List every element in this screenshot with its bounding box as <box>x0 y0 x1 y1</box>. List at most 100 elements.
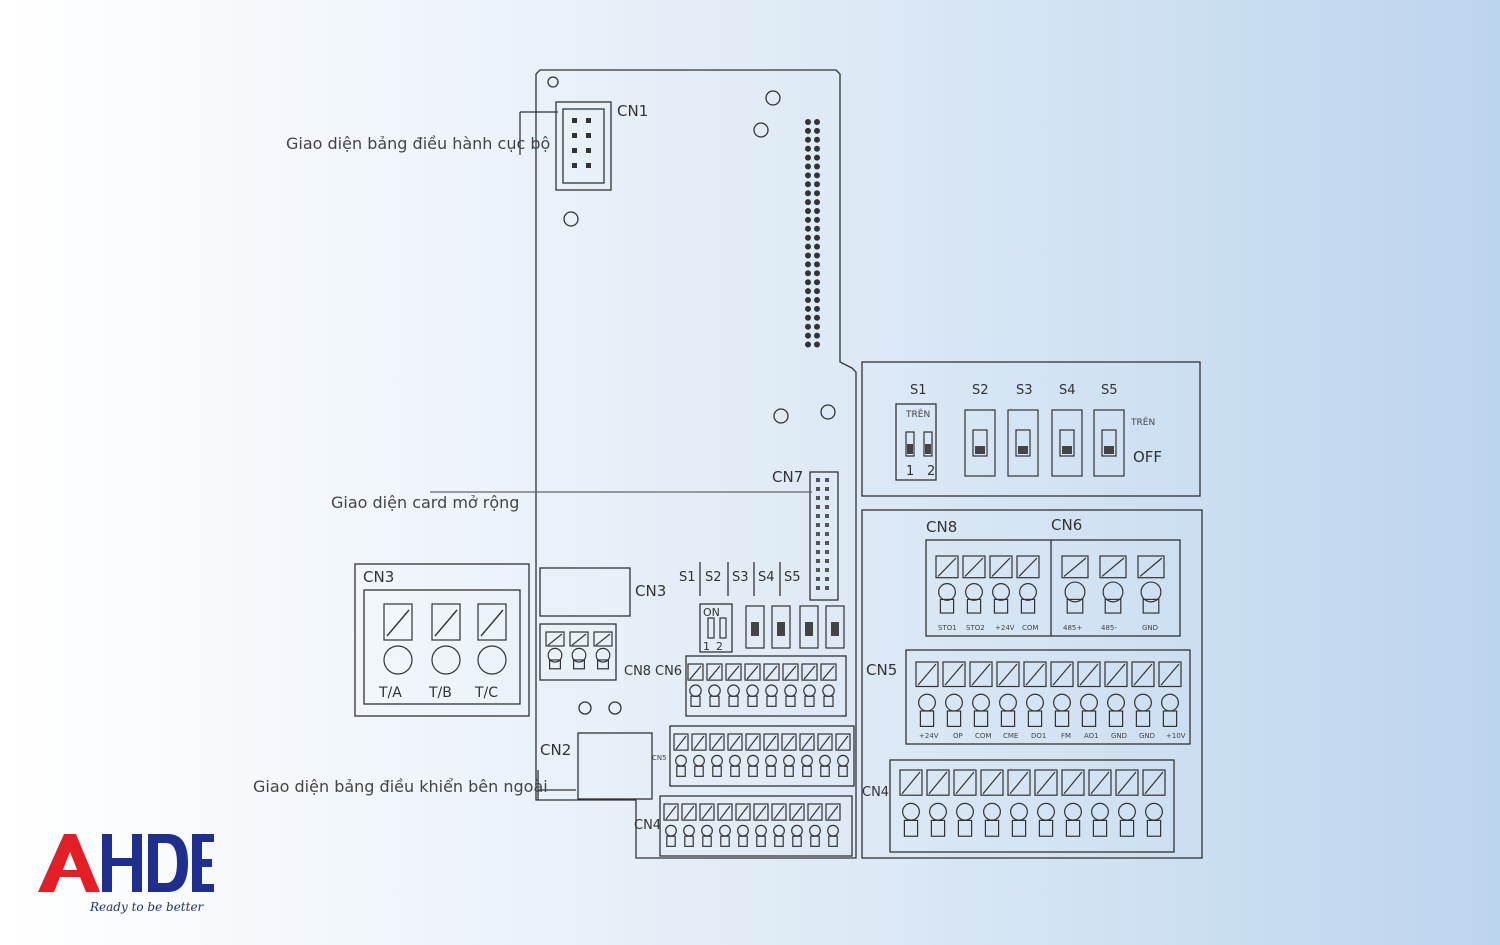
cn2-connector <box>577 732 653 800</box>
cn5-terminal-24v: +24V <box>919 732 939 740</box>
cn4-terminal-clamp-base <box>1119 819 1135 837</box>
header-pin <box>805 279 811 286</box>
header-pin <box>814 314 820 321</box>
mount-hole <box>563 211 579 227</box>
cn1-pin <box>586 133 591 138</box>
cn6-terminal-screw-slot <box>1063 557 1087 577</box>
board-cn8-terminal-screw-slot <box>784 665 797 680</box>
switch-detail-panel <box>861 361 1201 497</box>
cn7-pin <box>816 586 820 590</box>
header-pin <box>805 199 811 206</box>
cn2-label: CN2 <box>540 741 572 759</box>
cn8-terminal-screw-box <box>962 555 986 579</box>
dip-switch-slot <box>972 429 988 457</box>
board-dip-switch <box>699 603 733 653</box>
cn8-terminal-24v: +24V <box>995 624 1015 632</box>
mount-hole <box>578 701 592 715</box>
cn5-detail-label: CN5 <box>866 661 898 679</box>
cn5-terminal-clamp-base <box>1135 710 1151 727</box>
board-switch <box>799 605 819 649</box>
cn4-terminal-clamp <box>1145 802 1163 821</box>
cn1-pin <box>572 118 577 123</box>
board-cn8-terminal-screw-slot <box>746 665 759 680</box>
s1-lever <box>923 431 933 457</box>
cn8-terminal-screw-slot <box>991 557 1011 577</box>
board-cn5-terminal-clamp <box>837 754 849 767</box>
cn4-terminal-clamp-base <box>1038 819 1054 837</box>
cn5-terminal-ao1: AO1 <box>1084 732 1099 740</box>
cn6-detail-label: CN6 <box>1051 516 1083 534</box>
board-cn5-terminal-screw-slot <box>783 735 795 750</box>
board-cn4-terminal-clamp <box>773 824 785 837</box>
board-cn3-terminal-screw-box <box>593 631 613 647</box>
cn5-terminal-fm: FM <box>1061 732 1072 740</box>
cn5-terminal-clamp-base <box>919 710 935 727</box>
header-pin <box>805 234 811 241</box>
logo-letter-d <box>148 834 188 892</box>
tren-label-right: TRÊN <box>1131 418 1156 428</box>
cn7-pin <box>825 559 829 563</box>
board-cn8-terminal-screw-box <box>801 663 818 681</box>
board-cn8-terminal-screw-box <box>744 663 761 681</box>
cn1-label: CN1 <box>617 102 649 120</box>
board-cn8-terminal-clamp <box>689 684 702 697</box>
cn7-pin <box>816 541 820 545</box>
board-cn4-terminal-screw-box <box>717 803 733 821</box>
board-cn5-terminal-clamp-base <box>784 765 794 777</box>
board-cn5-terminal-screw-slot <box>819 735 831 750</box>
cn7-connector <box>809 471 839 601</box>
board-outline <box>535 69 857 859</box>
header-pin <box>805 225 811 232</box>
board-cn4-terminal-clamp-base <box>828 835 838 847</box>
cn4-terminal-screw-slot <box>955 771 975 795</box>
dip-switch-body <box>1051 409 1083 477</box>
header-pin <box>814 119 820 125</box>
cn4-terminal-clamp <box>983 802 1001 821</box>
cn8-terminal-com: COM <box>1022 624 1039 632</box>
board-cn8-terminal-screw-slot <box>803 665 816 680</box>
dip-switch-knob <box>975 446 985 454</box>
header-pin <box>814 288 820 295</box>
dip-switch-body <box>964 409 996 477</box>
header-pin <box>805 288 811 295</box>
board-cn8-terminal-clamp <box>765 684 778 697</box>
board-cn8-terminal-clamp <box>822 684 835 697</box>
cn5-terminal-clamp <box>1107 693 1125 712</box>
board-switch <box>825 605 845 649</box>
header-pin <box>814 163 820 170</box>
board-switch-knob <box>777 622 785 636</box>
cn5-terminal-clamp <box>999 693 1017 712</box>
header-pin <box>805 332 811 339</box>
board-s2-label: S2 <box>705 570 722 585</box>
header-pin <box>805 163 811 170</box>
board-cn4-terminal-screw-slot <box>737 805 749 820</box>
s4-label: S4 <box>1059 383 1076 398</box>
header-pin <box>805 297 811 303</box>
board-cn5-terminal-screw-box <box>673 733 689 751</box>
board-dip-lever <box>719 617 727 639</box>
s3-label: S3 <box>1016 383 1033 398</box>
cn5-terminal-screw-box <box>1023 661 1047 688</box>
board-cn5-terminal-screw-box <box>835 733 851 751</box>
header-pin <box>805 270 811 277</box>
cn8-terminal-screw-slot <box>964 557 984 577</box>
cn5-terminal-screw-slot <box>1052 663 1072 686</box>
cn5-terminal-clamp <box>945 693 963 712</box>
cn3-detail-screw-box <box>477 603 507 641</box>
cn8-detail-label: CN8 <box>926 518 958 536</box>
board-cn5-terminal-screw-slot <box>693 735 705 750</box>
cn5-terminal-clamp <box>1053 693 1071 712</box>
header-pin <box>805 208 811 214</box>
cn6-terminal-clamp <box>1064 581 1086 603</box>
board-cn4-terminal-screw-box <box>735 803 751 821</box>
board-cn8-terminal-clamp-base <box>709 695 720 707</box>
detail-cn8-cn6-terminal <box>925 539 1181 637</box>
board-cn3-terminal-clamp <box>595 647 611 663</box>
cn6-terminal-clamp-base <box>1104 598 1122 614</box>
cn5-terminal-gnd2: GND <box>1139 732 1156 740</box>
mount-hole <box>547 76 559 88</box>
cn7-pin <box>816 514 820 518</box>
cn5-terminal-screw-slot <box>1079 663 1099 686</box>
header-pin <box>814 323 820 330</box>
mount-hole <box>773 408 789 424</box>
